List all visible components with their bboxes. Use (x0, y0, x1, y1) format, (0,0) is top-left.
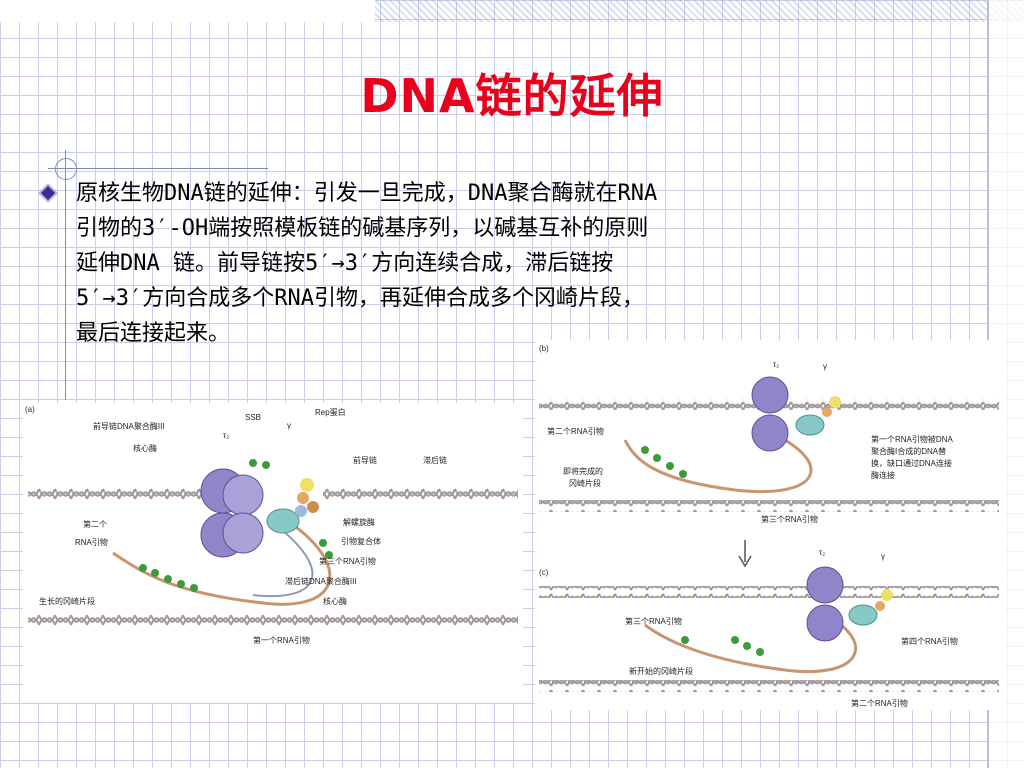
label-second-primer-1: 第二个 (83, 520, 107, 529)
c-ssb (681, 636, 764, 656)
label-lagging-core-1: 滞后链DNA聚合酶III (285, 577, 357, 586)
b-label-first-primer-1: 第一个RNA引物被DNA (871, 435, 953, 444)
label-helicase: 解螺旋酶 (343, 518, 375, 527)
c-label-gamma: γ (881, 552, 885, 561)
b-label-tau: τ₂ (773, 360, 780, 369)
label-core: 核心酶 (133, 444, 157, 453)
helicase-primosome (266, 478, 319, 534)
label-growing-okazaki: 生长的冈崎片段 (39, 597, 95, 606)
leading-strand-helix (323, 488, 518, 502)
panel-label-c: (c) (539, 568, 549, 577)
replication-fork-figure-bc: (b) τ₂ γ 第二个RNA引物 即将完成的 冈崎片段 第一个RNA引物被DN… (535, 340, 1003, 710)
label-gamma: γ (287, 421, 291, 430)
c-label-fourth-primer: 第四个RNA引物 (901, 637, 958, 646)
label-first-primer: 第一个RNA引物 (253, 636, 310, 645)
b-label-gamma: γ (823, 362, 827, 371)
decor-line-horizontal (48, 168, 268, 169)
b-label-completing-2: 冈崎片段 (569, 479, 601, 488)
c-label-second-primer: 第二个RNA引物 (851, 699, 908, 708)
c-label-tau: τ₂ (819, 548, 826, 557)
c-top-helix (539, 586, 999, 598)
label-primosome: 引物复合体 (341, 537, 381, 546)
body-line: 引物的3′-OH端按照模板链的碱基序列，以碱基互补的原则 (76, 216, 649, 241)
ssb-proteins (139, 459, 333, 592)
figure-bc-drawing (539, 376, 999, 692)
label-rep: Rep蛋白 (315, 408, 346, 417)
panel-label-b: (b) (539, 344, 549, 353)
b-polymerase (751, 376, 841, 452)
c-label-third-primer: 第三个RNA引物 (625, 617, 682, 626)
body-line: 延伸DNA 链。前导链按5′→3′方向连续合成，滞后链按 (76, 251, 614, 276)
label-second-primer-2: RNA引物 (75, 538, 108, 547)
c-label-new-okazaki: 新开始的冈崎片段 (629, 667, 693, 676)
header-pattern-band (0, 0, 1024, 22)
label-leading-strand: 前导链 (353, 456, 377, 465)
body-line: 5′→3′方向合成多个RNA引物，再延伸合成多个冈崎片段， (76, 286, 644, 311)
replication-fork-figure-a: (a) 前导链DNA聚合酶III 核心酶 τ₂ SSB γ Rep蛋白 前导链 … (23, 403, 523, 703)
down-arrow-icon (738, 540, 752, 568)
b-label-first-primer-2: 聚合酶I合成的DNA替 (871, 447, 947, 456)
lagging-loop (112, 516, 332, 606)
c-polymerase (806, 566, 893, 642)
label-tau: τ₂ (223, 431, 230, 440)
b-label-third-primer: 第三个RNA引物 (761, 515, 818, 524)
panel-label-a: (a) (25, 405, 35, 414)
label-lagging-strand: 滞后链 (423, 456, 447, 465)
b-label-completing-1: 即将完成的 (563, 467, 603, 476)
label-ssb: SSB (245, 413, 262, 422)
label-leading-core: 前导链DNA聚合酶III (93, 422, 165, 431)
b-bottom-helix (539, 500, 999, 512)
b-label-first-primer-4: 酶连接 (871, 471, 895, 480)
b-ssb (641, 446, 687, 478)
decor-circle (55, 158, 77, 180)
b-label-first-primer-3: 换，缺口通过DNA连接 (871, 459, 952, 468)
lagging-strand-helix (28, 613, 518, 627)
b-label-second-primer: 第二个RNA引物 (547, 427, 604, 436)
figure-a-drawing (28, 459, 518, 627)
lagging-loop-template (252, 522, 314, 598)
c-lagging-loop (644, 613, 857, 673)
b-lagging-loop (623, 428, 813, 493)
body-paragraph: 原核生物DNA链的延伸：引发一旦完成，DNA聚合酶就在RNA 引物的3′-OH端按… (76, 176, 976, 351)
label-third-primer: 第三个RNA引物 (319, 557, 376, 566)
slide-title: DNA链的延伸 (360, 69, 664, 123)
label-lagging-core-2: 核心酶 (323, 597, 347, 606)
parental-dna-helix (28, 488, 208, 502)
dna-polymerase-iii-holoenzyme (200, 468, 264, 558)
decor-line-vertical (65, 150, 66, 400)
body-line: 原核生物DNA链的延伸：引发一旦完成，DNA聚合酶就在RNA (76, 181, 658, 206)
c-bottom-helix (539, 680, 999, 692)
diamond-bullet-icon (40, 185, 56, 201)
body-line: 最后连接起来。 (76, 321, 231, 346)
